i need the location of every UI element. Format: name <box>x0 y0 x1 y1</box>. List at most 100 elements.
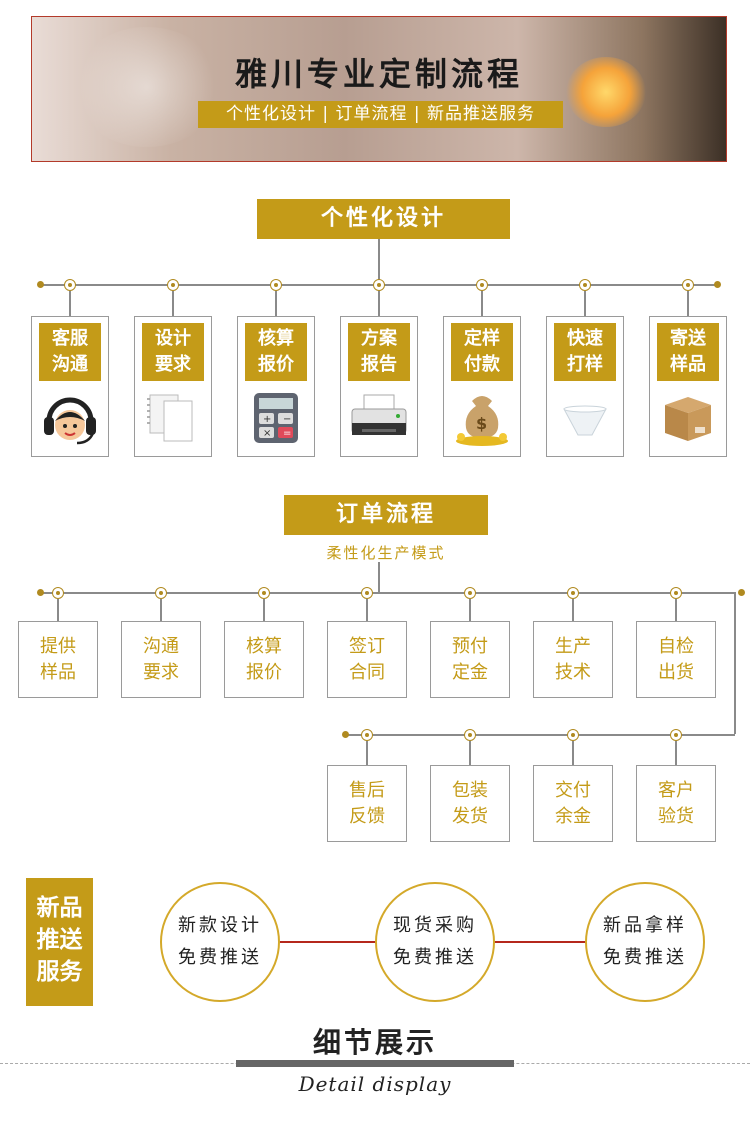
step-label-line: 售后 <box>349 780 385 801</box>
timeline-stem <box>366 599 368 621</box>
furnace-glow-decoration <box>566 57 646 127</box>
design-step-card: 核算报价+−×= <box>237 316 315 457</box>
service-label-line: 新品 <box>36 895 83 921</box>
timeline-stem <box>275 291 277 316</box>
detail-subtitle: Detail display <box>298 1072 452 1096</box>
step-label-line: 客户 <box>658 780 694 801</box>
design-step-label: 定样付款 <box>451 323 513 381</box>
service-line: 新品拿样 <box>603 915 687 936</box>
step-label-line: 生产 <box>555 636 591 657</box>
bowl-icon <box>547 387 623 449</box>
design-step-card: 快速打样 <box>546 316 624 457</box>
documents-icon <box>135 387 211 449</box>
timeline-dot <box>64 279 76 291</box>
timeline-stem <box>469 741 471 765</box>
banner-subtitle: 个性化设计 | 订单流程 | 新品推送服务 <box>198 101 563 128</box>
timeline-dot <box>579 279 591 291</box>
step-label-line: 付款 <box>464 354 500 375</box>
service-line: 新款设计 <box>178 915 262 936</box>
timeline-dot <box>682 279 694 291</box>
service-line: 免费推送 <box>603 947 687 968</box>
service-line: 现货采购 <box>393 915 477 936</box>
timeline-stem <box>69 291 71 316</box>
service-connector <box>494 941 586 943</box>
timeline-end-dot <box>738 589 745 596</box>
step-label-line: 反馈 <box>349 806 385 827</box>
service-label: 新品 推送 服务 <box>26 878 93 1006</box>
step-label-line: 验货 <box>658 806 694 827</box>
order-step-box: 售后反馈 <box>327 765 407 842</box>
timeline-dot <box>52 587 64 599</box>
service-label-line: 推送 <box>36 927 83 953</box>
design-step-label: 快速打样 <box>554 323 616 381</box>
timeline-dot <box>155 587 167 599</box>
design-step-card: 方案报告 <box>340 316 418 457</box>
step-label-line: 报价 <box>246 662 282 683</box>
timeline-end-dot <box>714 281 721 288</box>
timeline-dot <box>567 587 579 599</box>
design-section-header: 个性化设计 <box>257 199 510 239</box>
timeline-end-dot <box>37 589 44 596</box>
timeline-stem <box>572 741 574 765</box>
design-step-label: 寄送样品 <box>657 323 719 381</box>
step-label-line: 样品 <box>670 354 706 375</box>
design-step-card: 定样付款 $ <box>443 316 521 457</box>
step-label-line: 发货 <box>452 806 488 827</box>
order-step-box: 生产技术 <box>533 621 613 698</box>
order-step-box: 提供样品 <box>18 621 98 698</box>
design-step-card: 客服沟通 <box>31 316 109 457</box>
order-step-box: 客户验货 <box>636 765 716 842</box>
step-label-line: 报告 <box>361 354 397 375</box>
step-label-line: 打样 <box>567 354 603 375</box>
timeline-dot <box>476 279 488 291</box>
step-label-line: 包装 <box>452 780 488 801</box>
step-label-line: 自检 <box>658 636 694 657</box>
timeline-stem <box>687 291 689 316</box>
timeline-dot <box>361 587 373 599</box>
design-trunk-line <box>378 239 380 284</box>
detail-divider-bar <box>236 1060 514 1067</box>
step-label-line: 设计 <box>155 328 191 349</box>
order-step-box: 包装发货 <box>430 765 510 842</box>
calculator-icon: +−×= <box>238 387 314 449</box>
money-bag-icon: $ <box>444 387 520 449</box>
timeline-dot <box>670 587 682 599</box>
banner-title: 雅川专业定制流程 <box>234 55 523 93</box>
timeline-dot <box>670 729 682 741</box>
timeline-end-dot <box>37 281 44 288</box>
service-connector <box>280 941 376 943</box>
svg-text:+: + <box>263 414 271 425</box>
svg-text:−: − <box>283 414 291 425</box>
order-step-box: 自检出货 <box>636 621 716 698</box>
timeline-stem <box>584 291 586 316</box>
timeline-stem <box>378 291 380 316</box>
svg-text:$: $ <box>476 414 487 433</box>
timeline-stem <box>160 599 162 621</box>
timeline-dot <box>270 279 282 291</box>
step-label-line: 核算 <box>246 636 282 657</box>
design-step-label: 设计要求 <box>142 323 204 381</box>
service-circle: 新品拿样免费推送 <box>585 882 705 1002</box>
step-label-line: 寄送 <box>670 328 706 349</box>
step-label-line: 提供 <box>40 636 76 657</box>
order-step-box: 沟通要求 <box>121 621 201 698</box>
order-step-box: 交付余金 <box>533 765 613 842</box>
design-step-label: 客服沟通 <box>39 323 101 381</box>
service-line: 免费推送 <box>178 947 262 968</box>
step-label-line: 出货 <box>658 662 694 683</box>
svg-text:=: = <box>283 428 291 439</box>
step-label-line: 合同 <box>349 662 385 683</box>
order-timeline-1 <box>40 592 735 594</box>
design-step-label: 方案报告 <box>348 323 410 381</box>
timeline-dot <box>464 729 476 741</box>
timeline-stem <box>675 599 677 621</box>
timeline-stem <box>469 599 471 621</box>
headset-icon <box>32 387 108 449</box>
design-step-card: 设计要求 <box>134 316 212 457</box>
order-subheader: 柔性化生产模式 <box>326 544 446 562</box>
step-label-line: 要求 <box>155 354 191 375</box>
timeline-dot <box>373 279 385 291</box>
order-trunk-line <box>378 562 380 592</box>
glass-decoration <box>72 27 222 147</box>
order-step-box: 核算报价 <box>224 621 304 698</box>
